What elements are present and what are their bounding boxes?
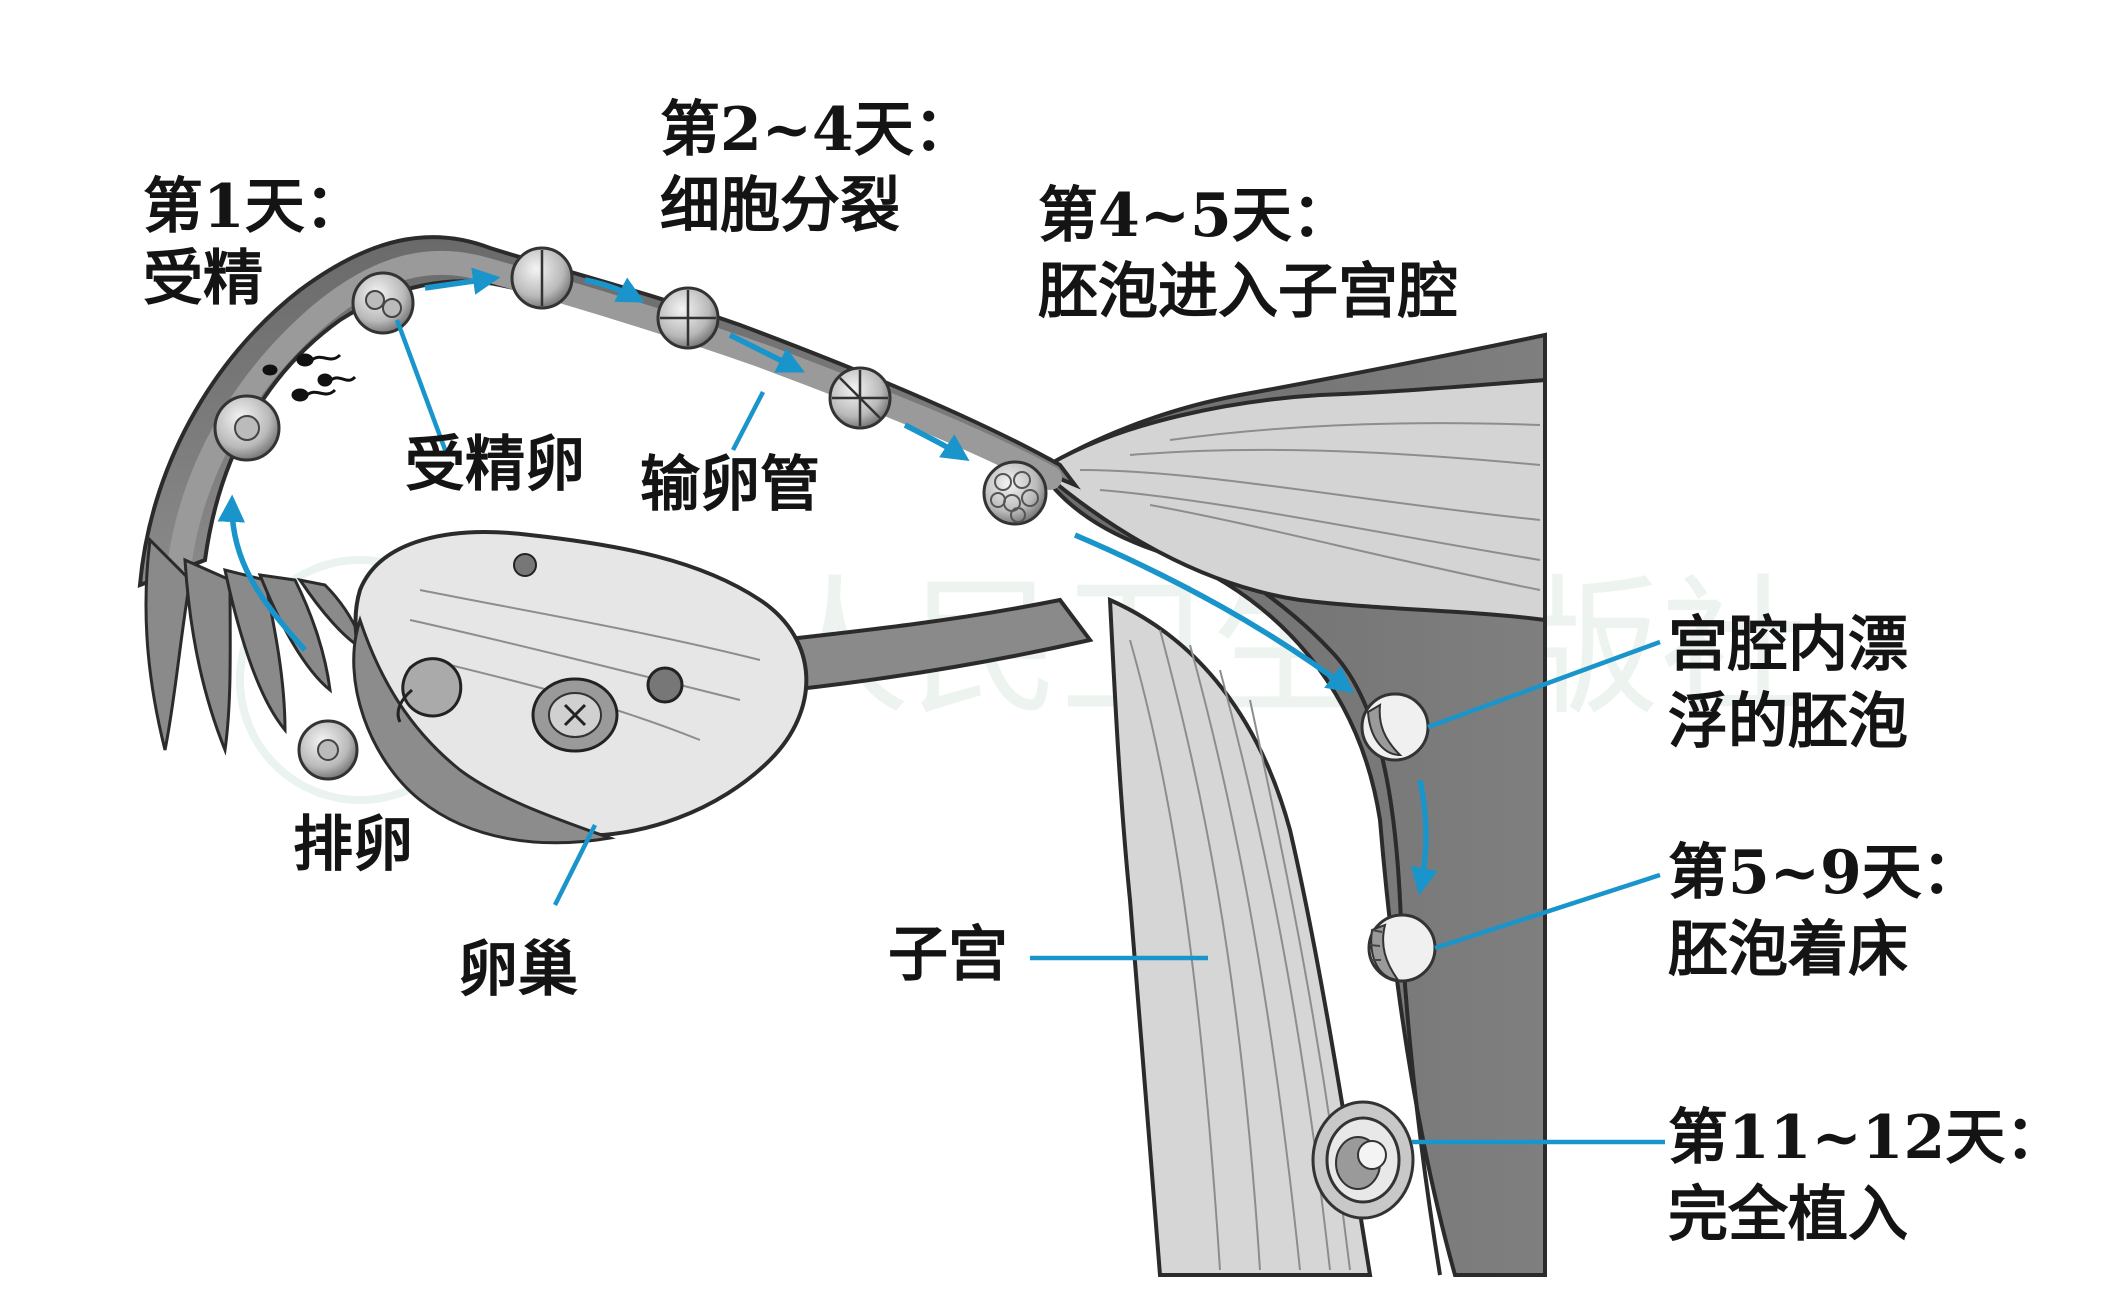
leader-oviduct — [731, 390, 765, 452]
follicle-medium — [646, 666, 684, 704]
arrow-2cell-to-4cell — [584, 277, 645, 303]
labels: 第1天： 受精 第2~4天： 细胞分裂 第4~5天： 胚泡进入子宫腔 受精卵 输… — [143, 95, 2065, 1250]
leader-ovary — [552, 823, 598, 907]
day4-5-description: 胚泡进入子宫腔 — [1038, 257, 1458, 327]
implanting-blastocyst — [1367, 913, 1437, 983]
eight-cell-embryo — [828, 366, 892, 430]
rupturing-follicle — [396, 657, 463, 723]
oviduct-label: 输卵管 — [640, 450, 820, 520]
leader-implantation — [1434, 872, 1661, 951]
day5-9-description: 胚泡着床 — [1668, 915, 1908, 985]
uterus-wall — [1036, 332, 1547, 1277]
leader-floating — [1427, 639, 1661, 730]
ovarian-ligament — [777, 597, 1094, 693]
arrow-morula-to-cavity — [1073, 532, 1355, 694]
arrow-floating-to-implant — [1410, 779, 1438, 896]
implanted-embryo — [1311, 1100, 1415, 1220]
migration-arrows — [217, 267, 1438, 896]
uterus-label: 子宫 — [888, 920, 1008, 990]
zygote-label: 受精卵 — [405, 430, 585, 500]
two-cell-embryo — [510, 246, 574, 310]
day11-12-title: 第11~12天： — [1668, 1103, 2065, 1173]
ovulation-arrow — [217, 494, 308, 652]
day2-4-title: 第2~4天： — [660, 95, 974, 165]
morula — [982, 460, 1048, 526]
day1-title: 第1天： — [143, 172, 365, 242]
ovulation-label: 排卵 — [293, 810, 413, 880]
leader-zygote — [394, 319, 450, 456]
ovary — [352, 530, 809, 845]
day5-9-title: 第5~9天： — [1668, 838, 1982, 908]
floating-blastocyst-label-line2: 浮的胚泡 — [1668, 687, 1908, 757]
follicle-small — [513, 553, 537, 577]
arrow-8cell-to-morula — [903, 422, 970, 462]
egg-in-ampulla — [213, 394, 281, 462]
floating-blastocyst — [1360, 692, 1430, 762]
ligament-striations — [1079, 422, 1541, 591]
fimbriae — [144, 536, 368, 756]
day11-12-description: 完全植入 — [1668, 1180, 1908, 1250]
leader-lines — [394, 319, 1665, 1145]
ovulated-egg — [297, 719, 359, 781]
floating-blastocyst-label-line1: 宫腔内漂 — [1668, 610, 1908, 680]
arrow-zygote-to-2cell — [424, 267, 501, 295]
four-cell-embryo — [656, 286, 720, 350]
day2-4-description: 细胞分裂 — [660, 171, 900, 241]
ovary-label: 卵巢 — [458, 935, 578, 1005]
zygote-cell — [351, 271, 415, 335]
corpus-luteum — [531, 677, 619, 753]
day1-description: 受精 — [143, 244, 263, 314]
sperm-cells — [262, 353, 357, 402]
day4-5-title: 第4~5天： — [1038, 181, 1352, 251]
arrow-4cell-to-8cell — [728, 332, 805, 373]
